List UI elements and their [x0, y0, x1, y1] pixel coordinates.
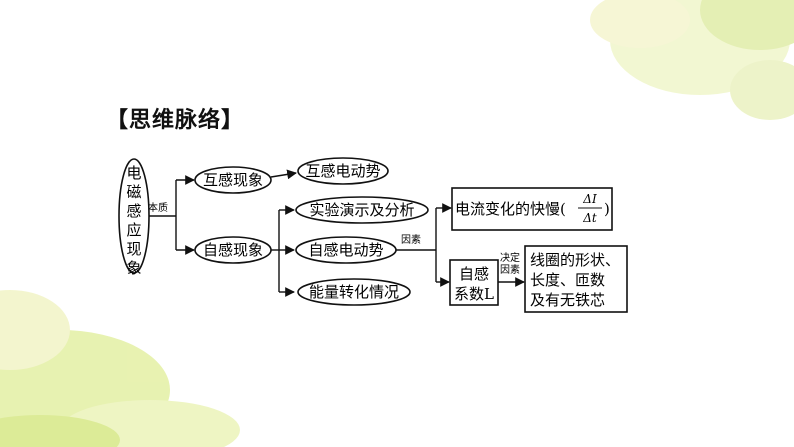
svg-text:自感电动势: 自感电动势	[308, 241, 383, 259]
node-mutual-induction: 互感现象	[194, 166, 272, 194]
svg-text:能量转化情况: 能量转化情况	[309, 283, 399, 301]
node-self-emf: 自感电动势	[295, 236, 397, 264]
edge-label-factor: 因素	[401, 233, 421, 246]
section-title: 【思维脉络】	[106, 108, 245, 133]
svg-text:系数L: 系数L	[454, 285, 494, 303]
node-self-induction: 自感现象	[194, 236, 272, 264]
arrow-to-mutual-emf	[270, 169, 297, 180]
fraction-numerator: ΔI	[582, 192, 597, 206]
node-mutual-emf: 互感电动势	[297, 157, 389, 185]
fraction-denominator: Δt	[582, 211, 597, 225]
svg-text:互感现象: 互感现象	[203, 171, 263, 189]
svg-text:及有无铁芯: 及有无铁芯	[530, 291, 605, 309]
svg-text:线圈的形状、: 线圈的形状、	[530, 251, 620, 269]
edge-label-essence: 本质	[148, 201, 168, 214]
root-char: 电	[126, 164, 141, 182]
svg-text:实验演示及分析: 实验演示及分析	[309, 201, 414, 219]
node-energy: 能量转化情况	[297, 278, 411, 306]
svg-text:互感电动势: 互感电动势	[305, 162, 380, 180]
svg-text:长度、匝数: 长度、匝数	[530, 271, 605, 289]
self-emf-factor-connectors	[396, 203, 452, 287]
edge-label-decide: 决定	[500, 251, 520, 264]
root-char: 现	[126, 240, 141, 258]
node-self-inductance-coefficient: 自感 系数L	[449, 259, 499, 306]
root-char: 磁	[126, 183, 141, 201]
root-char: 应	[126, 221, 141, 239]
svg-text:电流变化的快慢(: 电流变化的快慢(	[455, 200, 566, 218]
root-char: 象	[126, 259, 141, 277]
node-experiment: 实验演示及分析	[295, 196, 429, 224]
svg-text:自感现象: 自感现象	[203, 241, 263, 259]
node-current-change-rate: 电流变化的快慢( ΔI Δt )	[451, 187, 613, 231]
root-node-electromagnetic-induction: 电 磁 感 应 现 象	[118, 158, 150, 277]
root-char: 感	[126, 202, 141, 220]
root-connectors	[149, 175, 195, 255]
svg-text:自感: 自感	[459, 265, 489, 283]
self-induction-connectors	[271, 205, 295, 297]
node-coil-properties: 线圈的形状、 长度、匝数 及有无铁芯	[524, 245, 628, 313]
edge-label-decide-factor: 因素	[500, 263, 520, 276]
svg-text:): )	[604, 200, 610, 218]
